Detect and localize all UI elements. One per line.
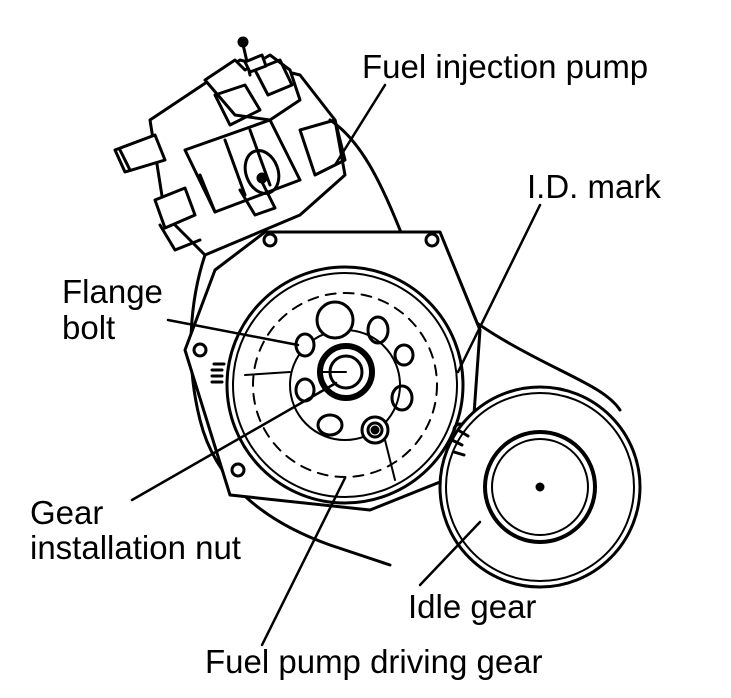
leader-gear-installation-nut [130,381,338,502]
label-fuel-pump-driving-gear: Fuel pump driving gear [205,643,543,680]
leader-idle-gear [418,520,482,587]
label-flange-bolt: Flange bolt [62,274,163,346]
label-gear-installation-nut: Gear installation nut [30,495,241,565]
label-id-mark: I.D. mark [527,168,661,205]
label-flange-bolt-line2: bolt [62,309,116,346]
fuel-injection-pump [113,36,347,257]
leader-flange-bolt [166,318,300,347]
leader-fuel-injection-pump [333,83,387,167]
label-fuel-injection-pump: Fuel injection pump [362,48,649,85]
leader-id-mark [456,203,542,374]
label-gear-installation-nut-line1: Gear [30,494,104,531]
label-gear-installation-nut-line2: installation nut [30,529,241,566]
leader-fuel-pump-driving-gear [260,476,347,647]
leader-lines [130,83,542,647]
label-flange-bolt-line1: Flange [62,273,163,310]
idle-gear [438,385,642,589]
label-idle-gear: Idle gear [408,588,537,625]
